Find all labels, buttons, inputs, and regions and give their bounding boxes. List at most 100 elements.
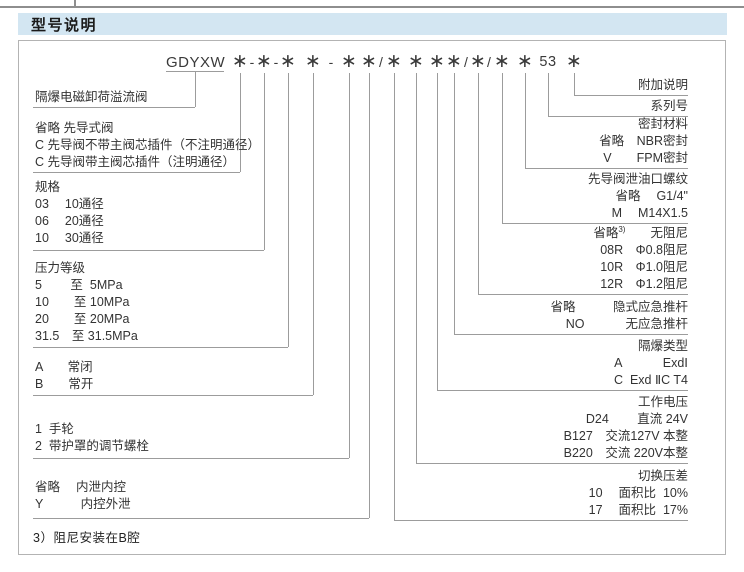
emergency-pushrod-line: NO 无应急推杆 bbox=[565, 317, 688, 331]
pilot-valve-type-line: C 先导阀不带主阀芯插件（不注明通径） bbox=[35, 138, 261, 152]
code-token-separator: / bbox=[487, 54, 491, 70]
working-voltage-line: B127 交流127V 本整 bbox=[563, 429, 688, 443]
drain-control-mode-underline bbox=[33, 518, 369, 519]
code-token-star: ∗ bbox=[256, 51, 272, 72]
code-token-separator: - bbox=[273, 54, 279, 70]
seal-material-connector-vline bbox=[525, 73, 526, 168]
code-token-star: ∗ bbox=[408, 51, 424, 72]
explosion-proof-type-line: 隔爆类型 bbox=[637, 339, 688, 353]
code-token-star: ∗ bbox=[566, 51, 582, 72]
normal-state-connector-vline bbox=[313, 73, 314, 395]
additional-note-line: 附加说明 bbox=[637, 78, 688, 92]
working-voltage-connector-vline bbox=[416, 73, 417, 463]
damping-option-line: 省略3) 无阻尼 bbox=[593, 224, 688, 240]
explosion-proof-type-line: C Exd ⅡC T4 bbox=[614, 373, 688, 387]
pilot-valve-type-connector-vline bbox=[240, 73, 241, 172]
pressure-grade-line: 20 至 20MPa bbox=[35, 312, 130, 326]
top-tick bbox=[74, 0, 76, 6]
section-title: 型号说明 bbox=[31, 16, 98, 34]
pilot-valve-type-line: C 先导阀带主阀芯插件（注明通径） bbox=[35, 155, 236, 169]
explosion-proof-type-connector-vline bbox=[437, 73, 438, 390]
pilot-drain-port-thread-line: 省略 G1/4" bbox=[615, 189, 688, 203]
pilot-valve-type-line: 省略 先导式阀 bbox=[35, 121, 114, 135]
drain-control-mode-line: 省略 内泄内控 bbox=[35, 480, 126, 494]
working-voltage-line: D24 直流 24V bbox=[585, 412, 688, 426]
explosion-proof-type-line: A ExdⅠ bbox=[614, 356, 688, 370]
normal-state-line: A 常闭 bbox=[35, 360, 93, 374]
drain-control-mode-connector-vline bbox=[369, 73, 370, 518]
product-name-line: 隔爆电磁卸荷溢流阀 bbox=[35, 90, 148, 104]
code-series-number: 53 bbox=[539, 54, 557, 70]
pilot-drain-port-thread-underline bbox=[502, 223, 688, 224]
size-spec-line: 规格 bbox=[35, 180, 61, 194]
pressure-grade-underline bbox=[33, 347, 288, 348]
series-number-connector-vline bbox=[548, 73, 549, 116]
damping-option-connector-vline bbox=[478, 73, 479, 294]
code-token-star: ∗ bbox=[232, 51, 248, 72]
damping-option-line: 08R Φ0.8阻尼 bbox=[600, 243, 688, 257]
series-number-underline bbox=[548, 116, 688, 117]
code-token-star: ∗ bbox=[305, 51, 321, 72]
pressure-grade-line: 10 至 10MPa bbox=[35, 295, 130, 309]
code-token-separator: - bbox=[249, 54, 255, 70]
drain-control-mode-line: Y 内控外泄 bbox=[35, 497, 131, 511]
emergency-pushrod-connector-vline bbox=[454, 73, 455, 334]
code-token-star: ∗ bbox=[494, 51, 510, 72]
pilot-drain-port-thread-line: 先导阀泄油口螺纹 bbox=[587, 172, 688, 186]
code-token-star: ∗ bbox=[517, 51, 533, 72]
normal-state-underline bbox=[33, 395, 313, 396]
code-token-star: ∗ bbox=[280, 51, 296, 72]
emergency-pushrod-underline bbox=[454, 334, 688, 335]
switching-pressure-diff-underline bbox=[394, 520, 688, 521]
code-token-star: ∗ bbox=[470, 51, 486, 72]
section-header: 型号说明 bbox=[18, 13, 727, 35]
series-number-line: 系列号 bbox=[650, 99, 688, 113]
pressure-grade-connector-vline bbox=[288, 73, 289, 347]
size-spec-line: 10 30通径 bbox=[35, 231, 104, 245]
code-token-separator: / bbox=[379, 54, 383, 70]
diagram-box bbox=[18, 40, 726, 555]
top-rule bbox=[0, 6, 744, 8]
damping-option-line: 10R Φ1.0阻尼 bbox=[600, 260, 688, 274]
adjuster-type-connector-vline bbox=[349, 73, 350, 458]
adjuster-type-underline bbox=[33, 458, 349, 459]
seal-material-underline bbox=[525, 168, 688, 169]
code-token-star: ∗ bbox=[361, 51, 377, 72]
emergency-pushrod-line: 省略 隐式应急推杆 bbox=[550, 300, 688, 314]
pilot-drain-port-thread-line: M M14X1.5 bbox=[611, 206, 688, 220]
working-voltage-line: 工作电压 bbox=[637, 395, 688, 409]
code-token-star: ∗ bbox=[341, 51, 357, 72]
size-spec-line: 06 20通径 bbox=[35, 214, 104, 228]
size-spec-connector-vline bbox=[264, 73, 265, 250]
switching-pressure-diff-connector-vline bbox=[394, 73, 395, 520]
code-token-star: ∗ bbox=[386, 51, 402, 72]
switching-pressure-diff-line: 10 面积比 10% bbox=[588, 486, 688, 500]
explosion-proof-type-underline bbox=[437, 390, 688, 391]
normal-state-line: B 常开 bbox=[35, 377, 94, 391]
switching-pressure-diff-line: 17 面积比 17% bbox=[588, 503, 688, 517]
pressure-grade-line: 31.5 至 31.5MPa bbox=[35, 329, 138, 343]
working-voltage-line: B220 交流 220V本整 bbox=[563, 446, 688, 460]
pressure-grade-line: 压力等级 bbox=[35, 261, 86, 275]
code-token-star: ∗ bbox=[429, 51, 445, 72]
adjuster-type-line: 2 带护罩的调节螺栓 bbox=[35, 439, 149, 453]
model-code-prefix: GDYXW bbox=[166, 54, 226, 71]
damping-option-underline bbox=[478, 294, 688, 295]
working-voltage-underline bbox=[416, 463, 688, 464]
pressure-grade-line: 5 至 5MPa bbox=[35, 278, 123, 292]
seal-material-line: V FPM密封 bbox=[603, 151, 688, 165]
product-name-underline bbox=[33, 107, 195, 108]
pilot-valve-type-underline bbox=[33, 172, 240, 173]
additional-note-connector-vline bbox=[574, 73, 575, 95]
footnote: 3）阻尼安装在B腔 bbox=[33, 531, 141, 545]
seal-material-line: 密封材料 bbox=[637, 117, 688, 131]
seal-material-line: 省略 NBR密封 bbox=[599, 134, 688, 148]
pilot-drain-port-thread-connector-vline bbox=[502, 73, 503, 223]
code-token-star: ∗ bbox=[446, 51, 462, 72]
code-token-separator: / bbox=[464, 54, 468, 70]
product-name-connector-vline bbox=[194, 71, 196, 107]
size-spec-line: 03 10通径 bbox=[35, 197, 104, 211]
additional-note-underline bbox=[574, 95, 688, 96]
